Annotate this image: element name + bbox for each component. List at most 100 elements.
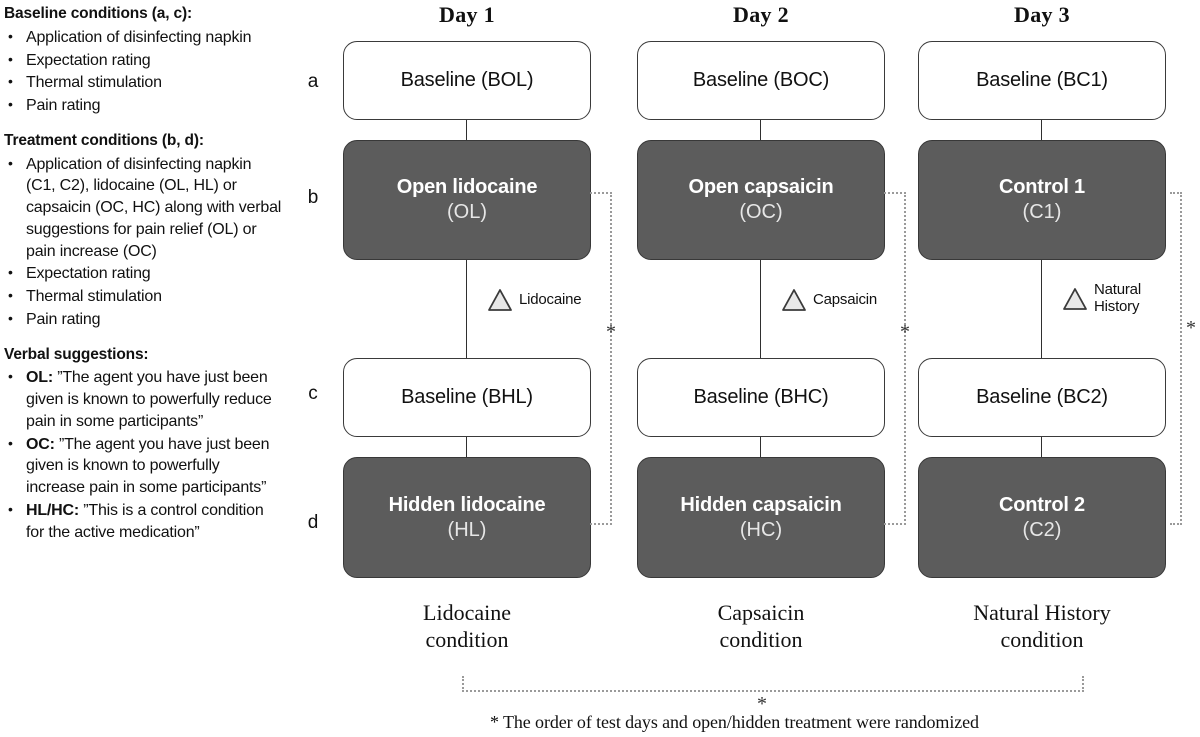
list-item: • Expectation rating — [4, 50, 282, 72]
connector-col1-c-d — [466, 437, 467, 457]
node-col3-control-1-b[interactable]: Control 1 (C1) — [918, 140, 1166, 260]
bullet-icon: • — [8, 500, 13, 517]
legend-item-lead: OL: — [26, 369, 53, 387]
node-label: Baseline (BC1) — [976, 69, 1108, 91]
legend-item-text: ”The agent you have just been given is k… — [26, 369, 272, 430]
bracket-asterisk-2: * — [900, 321, 910, 343]
bracket-col2 — [884, 192, 906, 525]
list-item: •Pain rating — [4, 95, 282, 117]
condition-label-natural-history: Natural History condition — [973, 600, 1111, 652]
bullet-icon: • — [8, 50, 13, 67]
node-sublabel: (HL) — [447, 518, 487, 541]
node-col1-baseline-a[interactable]: Baseline (BOL) — [343, 41, 591, 120]
legend-item-text: ”The agent you have just been given is k… — [26, 435, 270, 497]
legend-title-baseline: Baseline conditions (a, c): — [4, 5, 193, 22]
legend-block-verbal: Verbal suggestions: •OL: ”The agent you … — [4, 345, 282, 544]
node-col2-baseline-c[interactable]: Baseline (BHC) — [637, 358, 885, 437]
bullet-icon: • — [8, 309, 13, 326]
bullet-icon: • — [8, 27, 13, 44]
node-col1-baseline-c[interactable]: Baseline (BHL) — [343, 358, 591, 437]
node-label: Control 2 — [999, 493, 1085, 516]
connector-col2-c-d — [760, 437, 761, 457]
row-label-a: a — [307, 71, 319, 92]
condition-label-lidocaine: Lidocaine condition — [423, 600, 511, 652]
node-label: Baseline (BOL) — [400, 69, 534, 91]
node-label: Hidden capsaicin — [680, 493, 842, 516]
footnote-text: * The order of test days and open/hidden… — [490, 712, 979, 732]
legend-item-lead: OC: — [26, 435, 55, 453]
legend-item-text: Application of disinfecting napkin — [26, 28, 252, 46]
node-col3-baseline-c[interactable]: Baseline (BC2) — [918, 358, 1166, 437]
connector-col1-b-c — [466, 260, 467, 358]
list-item: • OC: ”The agent you have just been given… — [4, 434, 282, 499]
marker-label: Capsaicin — [813, 290, 878, 308]
legend-item-text: Thermal stimulation — [26, 74, 162, 92]
row-label-d: d — [307, 512, 319, 533]
bracket-col3-inner — [1170, 192, 1182, 525]
list-item: • Application of disinfecting napkin (C1,… — [4, 154, 282, 263]
row-label-b: b — [307, 187, 319, 208]
legend-item-text: Expectation rating — [26, 265, 151, 283]
legend-item-lead: HL/HC: — [26, 501, 80, 519]
legend-title-treatment: Treatment conditions (b, d): — [4, 131, 204, 149]
legend-block-baseline: Baseline conditions (a, c): • Application… — [4, 4, 282, 117]
node-col2-hidden-capsaicin-d[interactable]: Hidden capsaicin (HC) — [637, 457, 885, 578]
legend-list-treatment: • Application of disinfecting napkin (C1,… — [4, 154, 282, 331]
bullet-icon: • — [8, 368, 13, 385]
bullet-icon: • — [8, 287, 13, 304]
bullet-icon: • — [8, 434, 13, 451]
marker-label: Lidocaine — [519, 290, 582, 308]
legend-item-text: Thermal stimulation — [26, 288, 162, 306]
bracket-asterisk-3: * — [1186, 317, 1196, 339]
node-col1-open-lidocaine-b[interactable]: Open lidocaine (OL) — [343, 140, 591, 260]
bracket-bottom — [462, 676, 1084, 692]
bracket-asterisk-4: * — [757, 693, 767, 715]
triangle-icon — [1062, 287, 1088, 311]
day-header-2: Day 2 — [733, 2, 789, 27]
node-sublabel: (OC) — [739, 201, 783, 223]
list-item: • HL/HC: ”This is a control condition for… — [4, 500, 282, 544]
list-item: • OL: ”The agent you have just been given… — [4, 367, 282, 432]
marker-lidocaine: Lidocaine — [487, 288, 582, 312]
day-header-1: Day 1 — [439, 2, 495, 27]
node-label: Baseline (BHL) — [401, 386, 533, 408]
bracket-asterisk-1: * — [606, 321, 616, 343]
day-header-3: Day 3 — [1014, 2, 1070, 27]
legend-list-baseline: • Application of disinfecting napkin • Exp… — [4, 27, 282, 117]
marker-capsaicin: Capsaicin — [781, 288, 877, 312]
node-sublabel: (HC) — [739, 518, 783, 541]
node-col3-control-2-d[interactable]: Control 2 (C2) — [918, 457, 1166, 578]
node-sublabel: (C2) — [1022, 518, 1062, 541]
legend-block-treatment: Treatment conditions (b, d): • Applicatio… — [4, 131, 282, 331]
legend-item-text: ”This is a control condition for the act… — [26, 501, 264, 541]
node-col3-baseline-a[interactable]: Baseline (BC1) — [918, 41, 1166, 120]
legend-panel: Baseline conditions (a, c): • Application… — [4, 4, 282, 557]
row-label-c: c — [308, 383, 318, 404]
list-item: • Application of disinfecting napkin — [4, 27, 282, 49]
marker-label: Natural History — [1094, 281, 1141, 315]
legend-item-text: Pain rating — [26, 310, 101, 328]
marker-natural-history: Natural History — [1062, 281, 1141, 316]
connector-col3-b-c — [1041, 260, 1042, 358]
node-col2-baseline-a[interactable]: Baseline (BOC) — [637, 41, 885, 120]
legend-item-text: Application of disinfecting napkin (C1, … — [26, 155, 282, 260]
node-col1-hidden-lidocaine-d[interactable]: Hidden lidocaine (HL) — [343, 457, 591, 578]
node-label: Hidden lidocaine — [388, 493, 546, 516]
node-label: Open capsaicin — [688, 176, 834, 198]
list-item: •Thermal stimulation — [4, 72, 282, 94]
list-item: • Pain rating — [4, 309, 282, 331]
node-sublabel: (OL) — [447, 201, 487, 223]
connector-col3-c-d — [1041, 437, 1042, 457]
node-label: Open lidocaine — [396, 176, 538, 198]
bullet-icon: • — [8, 154, 13, 171]
node-label: Baseline (BC2) — [976, 386, 1108, 408]
bullet-icon: • — [8, 264, 13, 281]
list-item: • Expectation rating — [4, 263, 282, 285]
node-label: Baseline (BOC) — [692, 69, 830, 91]
node-col2-open-capsaicin-b[interactable]: Open capsaicin (OC) — [637, 140, 885, 260]
legend-item-text: Pain rating — [26, 97, 101, 115]
legend-item-text: Expectation rating — [26, 51, 151, 69]
connector-col3-a-b — [1041, 120, 1042, 140]
node-sublabel: (C1) — [1022, 201, 1062, 223]
